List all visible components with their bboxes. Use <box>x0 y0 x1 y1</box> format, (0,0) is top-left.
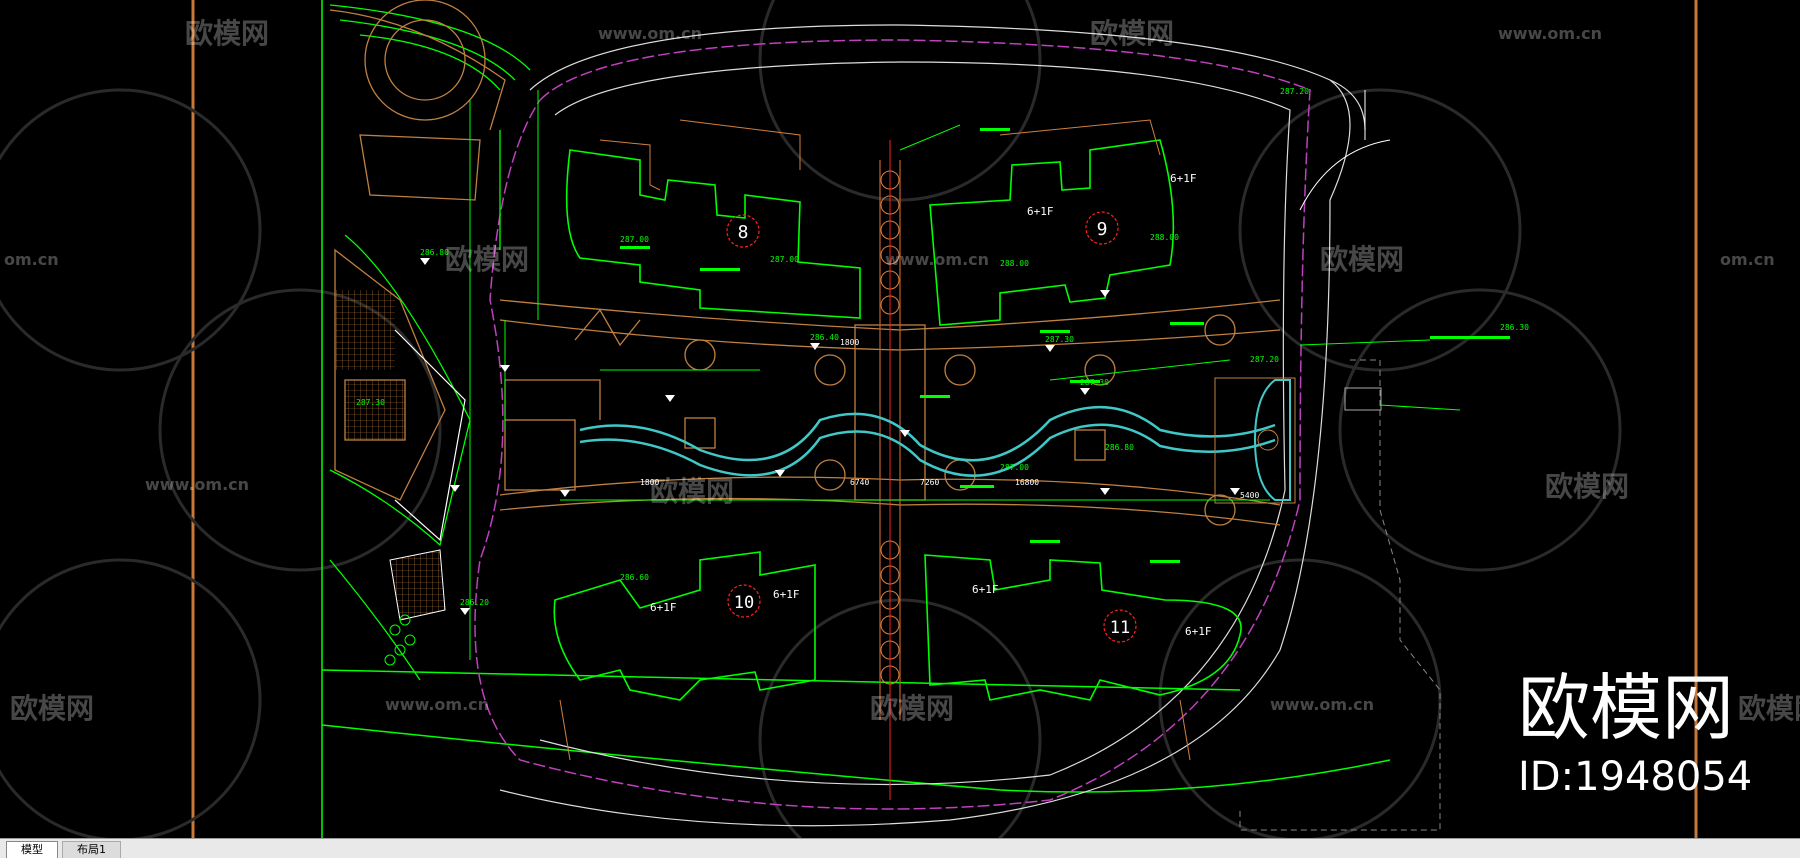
watermark-brand-6: 欧模网 <box>1545 470 1630 503</box>
building-block-8 <box>565 149 861 319</box>
svg-text:5400: 5400 <box>1240 491 1259 500</box>
watermark-domain-2: om.cn <box>1720 250 1775 269</box>
svg-text:7260: 7260 <box>920 478 939 487</box>
floor-label-11b: 6+1F <box>1185 625 1212 638</box>
stair-west <box>389 549 446 621</box>
svg-text:288.00: 288.00 <box>1150 233 1179 242</box>
west-plaza <box>329 4 531 681</box>
paving-grid <box>335 290 395 370</box>
building-block-10 <box>553 551 816 701</box>
annotation-ticks <box>620 128 1510 563</box>
elevation-labels: 286.80 286.40 287.30 287.30 287.00 287.0… <box>356 87 1529 607</box>
building-outlines-inner <box>559 119 1191 761</box>
watermark-brand-1: 欧模网 <box>185 17 270 50</box>
cad-model-viewport[interactable]: 8 9 10 11 6+1F 6+1F 6+1F 6+1F 6+1F 6+1F … <box>0 0 1800 838</box>
svg-text:286.40: 286.40 <box>810 333 839 342</box>
svg-text:286.30: 286.30 <box>1500 323 1529 332</box>
floor-labels: 6+1F 6+1F 6+1F 6+1F 6+1F 6+1F <box>650 172 1212 638</box>
floor-label-11a: 6+1F <box>972 583 999 596</box>
watermark-brand-3: 欧模网 <box>1320 243 1405 276</box>
svg-text:6740: 6740 <box>850 478 869 487</box>
floor-label-10b: 6+1F <box>773 588 800 601</box>
svg-text:286.80: 286.80 <box>420 248 449 257</box>
dimension-labels: 1800 16800 7260 6740 5400 1800 <box>640 338 1259 500</box>
svg-text:287.20: 287.20 <box>1280 87 1309 96</box>
watermark-brand-2: 欧模网 <box>1090 17 1175 50</box>
building-footprints <box>553 139 1242 701</box>
watermark-brand-large: 欧模网 <box>1518 666 1735 750</box>
road-outer-edge <box>499 24 1351 827</box>
watermark-site-1: www.om.cn <box>598 24 703 43</box>
svg-text:287.00: 287.00 <box>1000 463 1029 472</box>
floor-label-9a: 6+1F <box>1170 172 1197 185</box>
floor-label-9b: 6+1F <box>1027 205 1054 218</box>
road-inner-edge <box>539 61 1291 786</box>
watermark-brand-4: 欧模网 <box>445 243 530 276</box>
block-label-11: 11 <box>1110 618 1130 638</box>
watermark-domain-1: om.cn <box>4 250 59 269</box>
svg-text:16800: 16800 <box>1015 478 1039 487</box>
svg-text:287.00: 287.00 <box>770 255 799 264</box>
watermark-brand-5: 欧模网 <box>650 475 735 508</box>
block-label-9: 9 <box>1097 219 1108 240</box>
tab-layout1[interactable]: 布局1 <box>62 841 121 858</box>
svg-text:287.00: 287.00 <box>620 235 649 244</box>
watermark-circles <box>0 0 1622 838</box>
layout-tab-bar: 模型 布局1 <box>0 838 1800 858</box>
watermark-brand-7: 欧模网 <box>10 692 95 725</box>
svg-text:287.30: 287.30 <box>356 398 385 407</box>
svg-text:1800: 1800 <box>840 338 859 347</box>
site-boundary-green <box>321 0 1391 838</box>
watermark-brand-9: 欧模网 <box>1738 692 1800 725</box>
block-label-10: 10 <box>734 593 754 613</box>
svg-text:1800: 1800 <box>640 478 659 487</box>
site-plan-drawing[interactable]: 8 9 10 11 6+1F 6+1F 6+1F 6+1F 6+1F 6+1F … <box>0 0 1800 838</box>
road-centerline-magenta <box>474 39 1311 810</box>
watermark-site-4: www.om.cn <box>1270 695 1375 714</box>
watermark-id: ID:1948054 <box>1518 754 1753 800</box>
watermark-site-6: www.om.cn <box>885 250 990 269</box>
svg-text:288.00: 288.00 <box>1000 259 1029 268</box>
building-block-11 <box>924 554 1242 701</box>
tab-model[interactable]: 模型 <box>6 841 58 858</box>
svg-text:287.20: 287.20 <box>1250 355 1279 364</box>
watermark-brand-8: 欧模网 <box>870 692 955 725</box>
svg-text:286.60: 286.60 <box>620 573 649 582</box>
leader-lines <box>899 124 1461 411</box>
svg-text:287.30: 287.30 <box>1045 335 1074 344</box>
building-block-9 <box>929 139 1175 326</box>
watermark-site-3: www.om.cn <box>145 475 250 494</box>
elevation-triangles <box>420 258 1240 615</box>
ns-walkway <box>879 160 901 720</box>
fountain-east <box>1253 379 1291 501</box>
watermark-site-2: www.om.cn <box>1498 24 1603 43</box>
watermark-site-5: www.om.cn <box>385 695 490 714</box>
block-label-8: 8 <box>738 222 749 243</box>
ne-corner-lines <box>1299 90 1391 211</box>
water-feature-stream[interactable] <box>579 405 1276 477</box>
block-markers[interactable]: 8 9 10 11 <box>726 211 1137 643</box>
dimension-lines <box>469 90 1270 660</box>
svg-text:286.80: 286.80 <box>1105 443 1134 452</box>
svg-text:286.20: 286.20 <box>460 598 489 607</box>
east-gate-box <box>1344 387 1382 411</box>
floor-label-10a: 6+1F <box>650 601 677 614</box>
